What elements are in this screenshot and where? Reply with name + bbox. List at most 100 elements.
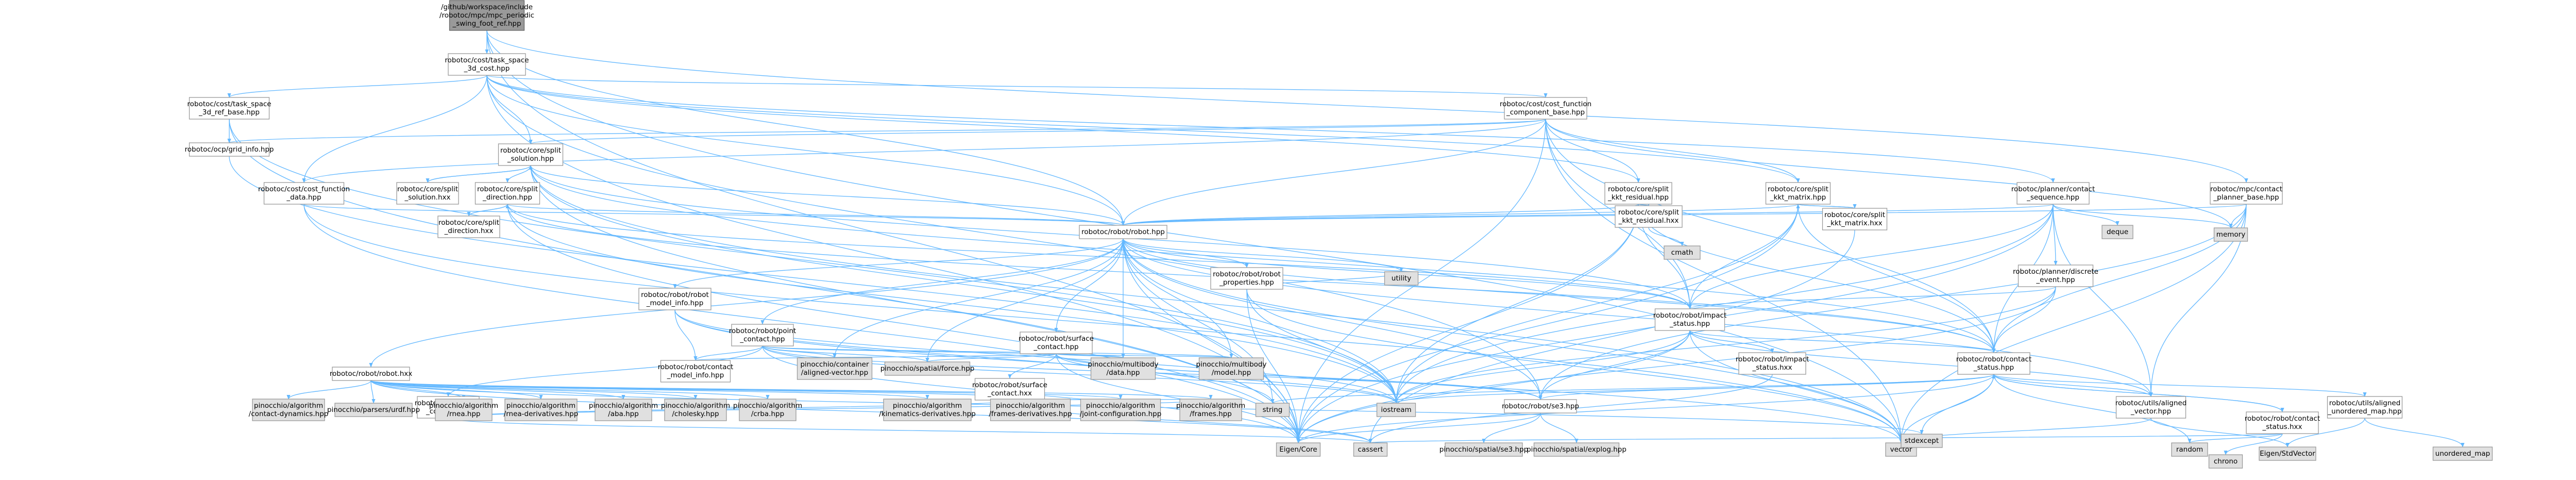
edge-robot_properties-to-iostream bbox=[1246, 289, 1398, 404]
node-label: robotoc/robot/robot bbox=[1213, 270, 1281, 278]
edge-robot-to-surface_contact bbox=[1054, 238, 1124, 333]
edge-robot_properties-to-vector bbox=[1246, 289, 1903, 443]
edge-task_space_3d_cost-to-robot bbox=[486, 75, 1125, 226]
node-contact_status_hxx[interactable]: robotoc/robot/contact_status.hxx bbox=[2245, 411, 2320, 434]
edge-robot_contact_status-to-aligned_vector bbox=[1993, 374, 2153, 397]
edge-robot_hxx-to-pin_rnea bbox=[370, 380, 466, 400]
edge-split_direction-to-robot bbox=[507, 204, 1125, 226]
node-robot[interactable]: robotoc/robot/robot.hpp bbox=[1079, 225, 1167, 239]
node-box bbox=[1765, 182, 1831, 205]
node-se3[interactable]: robotoc/robot/se3.hpp bbox=[1502, 399, 1579, 413]
node-split_kkt_residual_hxx[interactable]: robotoc/core/split_kkt_residual.hxx bbox=[1615, 205, 1683, 228]
edge-impact_status-to-eigen_core bbox=[1296, 330, 1690, 443]
node-label: robotoc/utils/aligned bbox=[2115, 399, 2187, 407]
node-label: _3d_ref_base.hpp bbox=[198, 108, 260, 117]
node-aligned_unordered_map[interactable]: robotoc/utils/aligned_unordered_map.hpp bbox=[2327, 396, 2403, 419]
edge-task_space_3d_ref_base-to-iostream bbox=[229, 119, 1398, 404]
node-label: robotoc/core/split bbox=[397, 185, 458, 193]
node-aligned_vector[interactable]: robotoc/utils/aligned_vector.hpp bbox=[2115, 396, 2187, 419]
node-label: _unordered_map.hpp bbox=[2327, 407, 2401, 416]
node-label: _sequence.hpp bbox=[2026, 193, 2079, 202]
node-grid_info[interactable]: robotoc/ocp/grid_info.hpp bbox=[185, 142, 274, 157]
edge-discrete_event-to-eigen_core bbox=[1296, 286, 2056, 443]
node-label: robotoc/utils/aligned bbox=[2329, 399, 2401, 407]
node-robot_model_info[interactable]: robotoc/robot/robot_model_info.hpp bbox=[638, 288, 711, 310]
node-memory: memory bbox=[2213, 227, 2248, 242]
node-contact_planner_base[interactable]: robotoc/mpc/contact_planner_base.hpp bbox=[2210, 182, 2283, 205]
node-box bbox=[1504, 399, 1577, 413]
node-task_space_3d_cost[interactable]: robotoc/cost/task_space_3d_cost.hpp bbox=[445, 53, 529, 76]
node-box bbox=[1504, 97, 1587, 120]
node-contact_sequence[interactable]: robotoc/planner/contact_sequence.hpp bbox=[2011, 182, 2095, 205]
node-split_kkt_matrix[interactable]: robotoc/core/split_kkt_matrix.hpp bbox=[1765, 182, 1831, 205]
edge-surface_contact-to-surface_contact_hxx bbox=[1008, 353, 1057, 379]
edge-aligned_unordered_map-to-unordered_map bbox=[2364, 418, 2465, 448]
node-impact_status[interactable]: robotoc/robot/impact_status.hpp bbox=[1653, 308, 1727, 331]
edge-impact_status_hxx-to-impact_status bbox=[1688, 330, 1773, 353]
node-root[interactable]: /github/workspace/include/robotoc/mpc/mp… bbox=[439, 0, 534, 31]
node-label: cmath bbox=[1671, 249, 1693, 257]
node-cost_function_component_base[interactable]: robotoc/cost/cost_function_component_bas… bbox=[1500, 97, 1591, 120]
node-contact_model_info[interactable]: robotoc/robot/contact_model_info.hpp bbox=[658, 360, 734, 383]
node-split_kkt_residual[interactable]: robotoc/core/split_kkt_residual.hpp bbox=[1604, 182, 1672, 205]
edge-contact_sequence-to-robot bbox=[1122, 204, 2054, 226]
edge-robot-to-vector bbox=[1123, 238, 1903, 443]
node-box bbox=[1957, 352, 2030, 375]
node-label: _solution.hxx bbox=[404, 193, 450, 202]
node-label: /contact-dynamics.hpp bbox=[249, 410, 329, 418]
node-label: _status.hpp bbox=[1669, 320, 1710, 328]
node-label: pinocchio/multibody bbox=[1196, 360, 1267, 369]
node-discrete_event[interactable]: robotoc/planner/discrete_event.hpp bbox=[2013, 264, 2098, 287]
node-pin_joint_configuration: pinocchio/algorithm/joint-configuration.… bbox=[1080, 399, 1161, 421]
node-label: robotoc/robot/point bbox=[729, 327, 796, 335]
node-box bbox=[396, 182, 459, 205]
edge-robot_model_info-to-contact_model_info bbox=[674, 309, 698, 361]
node-label: utility bbox=[1392, 274, 1411, 283]
node-label: robotoc/robot/contact bbox=[658, 363, 734, 371]
node-label: _status.hxx bbox=[1752, 363, 1792, 372]
node-label: pinocchio/algorithm bbox=[429, 402, 498, 410]
node-box bbox=[504, 399, 578, 421]
edge-cost_function_component_base-to-grid_info bbox=[228, 119, 1546, 143]
node-label: robotoc/core/split bbox=[477, 185, 538, 193]
node-split_direction_hxx[interactable]: robotoc/core/split_direction.hxx bbox=[437, 216, 500, 238]
edge-robot-to-pin_force bbox=[925, 238, 1124, 362]
edge-task_space_3d_cost-to-cost_function_data bbox=[302, 75, 487, 183]
node-label: string bbox=[1263, 406, 1283, 414]
edge-root-to-contact_planner_base bbox=[486, 30, 2248, 183]
node-label: _kkt_matrix.hpp bbox=[1770, 193, 1826, 202]
node-label: robotoc/robot/contact bbox=[1956, 355, 2032, 363]
node-box bbox=[2208, 454, 2243, 469]
node-split_kkt_matrix_hxx[interactable]: robotoc/core/split_kkt_matrix.hxx bbox=[1822, 208, 1888, 230]
node-task_space_3d_ref_base[interactable]: robotoc/cost/task_space_3d_ref_base.hpp bbox=[187, 97, 272, 120]
node-robot_properties[interactable]: robotoc/robot/robot_properties.hpp bbox=[1210, 267, 1283, 290]
node-box bbox=[1738, 352, 1806, 375]
node-split_direction[interactable]: robotoc/core/split_direction.hpp bbox=[474, 182, 540, 205]
node-point_contact[interactable]: robotoc/robot/point_contact.hpp bbox=[729, 324, 796, 346]
node-split_solution[interactable]: robotoc/core/split_solution.hpp bbox=[498, 143, 564, 166]
node-box bbox=[1664, 245, 1701, 260]
node-surface_contact_hxx[interactable]: robotoc/robot/surface_contact.hxx bbox=[972, 378, 1047, 401]
node-box bbox=[332, 367, 410, 381]
node-impact_status_hxx[interactable]: robotoc/robot/impact_status.hxx bbox=[1736, 352, 1809, 375]
node-unordered_map: unordered_map bbox=[2432, 446, 2493, 461]
node-surface_contact[interactable]: robotoc/robot/surface_contact.hpp bbox=[1019, 332, 1094, 354]
edge-cost_function_component_base-to-robot_contact_status bbox=[1545, 119, 1996, 353]
node-box bbox=[437, 216, 500, 238]
node-box bbox=[660, 360, 731, 383]
node-robot_hxx[interactable]: robotoc/robot/robot.hxx bbox=[330, 367, 413, 381]
node-label: _direction.hxx bbox=[444, 227, 494, 235]
edge-split_direction-to-impact_status bbox=[507, 204, 1692, 309]
node-label: /aba.hpp bbox=[608, 410, 639, 418]
node-split_solution_hxx[interactable]: robotoc/core/split_solution.hxx bbox=[396, 182, 459, 205]
node-box bbox=[638, 288, 711, 310]
edge-point_contact_hxx-to-pin_frames bbox=[448, 399, 1212, 419]
edge-cost_function_data-to-vector bbox=[303, 204, 1903, 443]
node-cost_function_data[interactable]: robotoc/cost/cost_function_data.hpp bbox=[258, 182, 350, 205]
node-box bbox=[2102, 225, 2133, 239]
node-box bbox=[1255, 403, 1290, 417]
node-box bbox=[1198, 357, 1264, 380]
node-label: pinocchio/algorithm bbox=[733, 402, 802, 410]
node-robot_contact_status[interactable]: robotoc/robot/contact_status.hpp bbox=[1956, 352, 2032, 375]
